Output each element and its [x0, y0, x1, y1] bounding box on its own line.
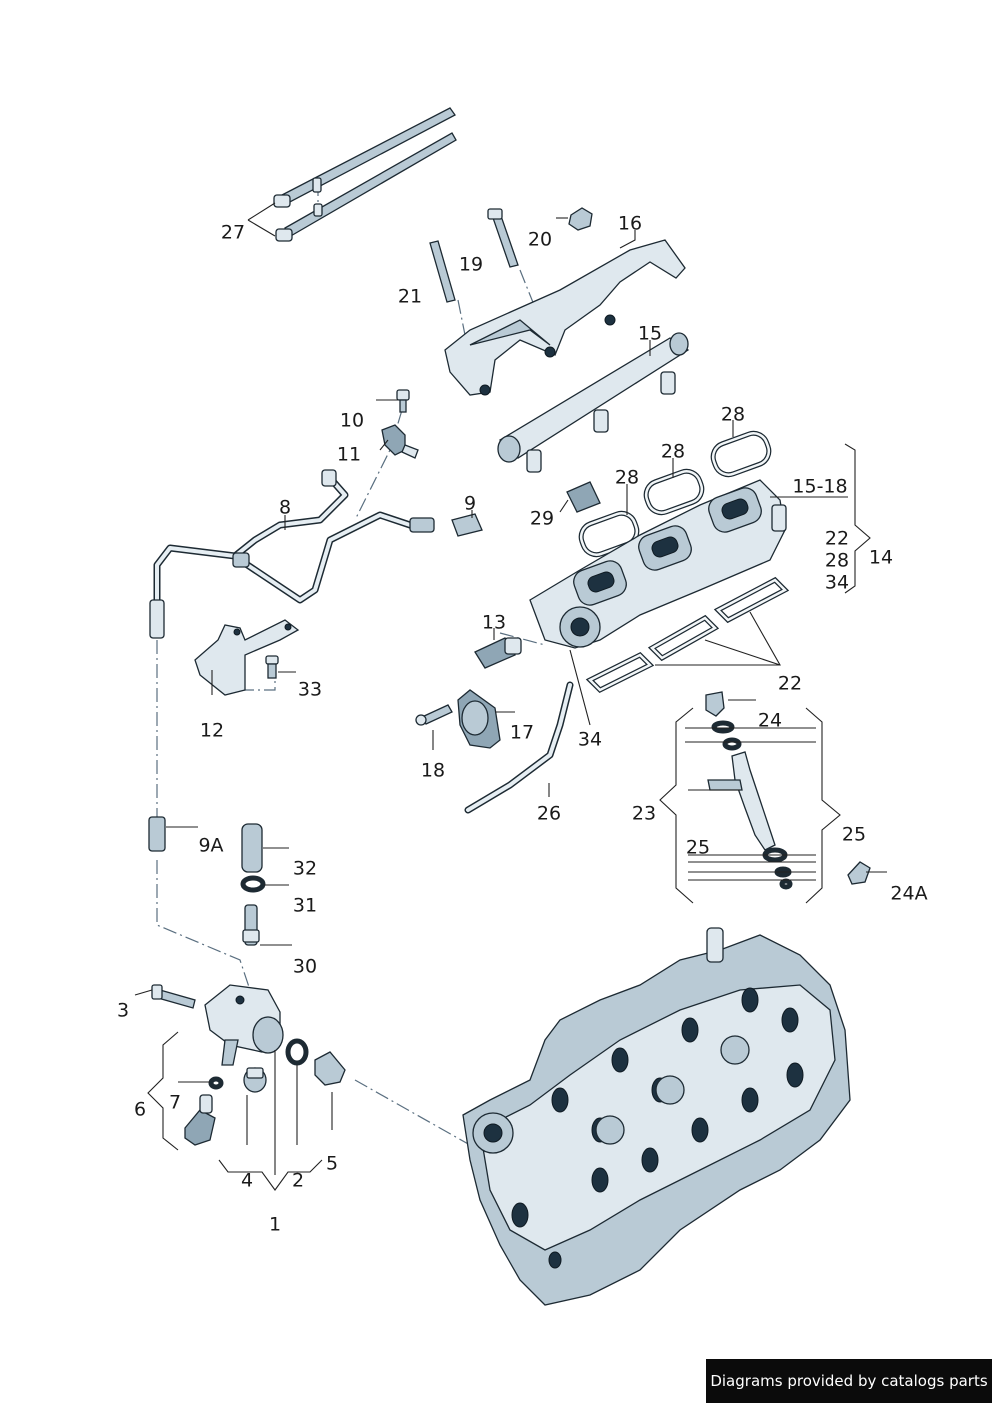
injector-23: [707, 720, 776, 851]
fitting-9A: [148, 816, 166, 852]
clamp-31: [240, 875, 266, 893]
filter-32: [241, 823, 263, 873]
bracket-16: [444, 239, 686, 396]
callout-c22b: 22: [778, 673, 802, 695]
callout-c9: 9: [464, 493, 476, 515]
callout-c31: 31: [293, 895, 317, 917]
callout-c28c: 28: [615, 467, 639, 489]
part-17: [457, 689, 501, 749]
callout-c6: 6: [134, 1099, 146, 1121]
callout-c27: 27: [221, 222, 245, 244]
callout-c7: 7: [169, 1092, 181, 1114]
callout-c10: 10: [340, 410, 364, 432]
callout-c19: 19: [459, 254, 483, 276]
callout-c11: 11: [337, 444, 361, 466]
callout-c13: 13: [482, 612, 506, 634]
callout-c25b: 25: [686, 837, 710, 859]
clip-24A: [847, 861, 871, 885]
cylinder-head: [462, 927, 851, 1306]
callout-c28d: 28: [825, 550, 849, 572]
seal-7: [208, 1076, 224, 1090]
callout-c28b: 28: [661, 441, 685, 463]
tube-26: [464, 681, 574, 814]
callout-c9A: 9A: [198, 835, 223, 857]
intake-manifold-14: [529, 479, 787, 649]
stud-30: [242, 904, 260, 946]
injector-cap-24: [705, 691, 725, 717]
cylinder-head-ports: [511, 987, 804, 1269]
callout-c12: 12: [200, 720, 224, 742]
gaskets-28: [578, 430, 772, 558]
cable-ties: [273, 107, 457, 242]
fasteners-top: [429, 207, 593, 303]
fuel-lines-8: [149, 469, 435, 639]
plug-4: [243, 1067, 267, 1093]
callout-c4: 4: [241, 1170, 253, 1192]
cup-5: [314, 1051, 346, 1086]
gaskets-22: [585, 576, 790, 694]
callout-c3: 3: [117, 1000, 129, 1022]
bolt-10: [396, 389, 410, 413]
callout-c24A: 24A: [890, 883, 927, 905]
leader-lines: [134, 202, 887, 1191]
callout-c1: 1: [269, 1214, 281, 1236]
bolt-33: [265, 655, 279, 679]
callout-c8: 8: [279, 497, 291, 519]
watermark-banner: Diagrams provided by catalogs parts: [706, 1359, 992, 1403]
pump-1: [204, 984, 284, 1066]
callout-c5: 5: [326, 1153, 338, 1175]
callout-c15-18: 15-18: [792, 476, 847, 498]
callout-c18: 18: [421, 760, 445, 782]
callout-c22a: 22: [825, 528, 849, 550]
callout-c32: 32: [293, 858, 317, 880]
callout-c16: 16: [618, 213, 642, 235]
callout-c20: 20: [528, 229, 552, 251]
sensor-6: [184, 1094, 216, 1146]
callout-c21: 21: [398, 286, 422, 308]
part-29: [566, 481, 601, 513]
callout-c28a: 28: [721, 404, 745, 426]
callout-c15: 15: [638, 323, 662, 345]
fuel-rail-15: [497, 332, 690, 473]
callout-c2: 2: [292, 1170, 304, 1192]
sensor-13: [474, 637, 522, 669]
callout-c17: 17: [510, 722, 534, 744]
oring-2: [285, 1038, 309, 1066]
callout-c14: 14: [869, 547, 893, 569]
callout-c26: 26: [537, 803, 561, 825]
callout-c34b: 34: [578, 729, 602, 751]
callout-c33: 33: [298, 679, 322, 701]
screw-18: [415, 704, 453, 726]
callout-c34a: 34: [825, 572, 849, 594]
bracket-12: [194, 619, 300, 696]
callout-c23: 23: [632, 803, 656, 825]
bolt-3: [151, 984, 196, 1009]
callout-c25a: 25: [842, 824, 866, 846]
callout-c24: 24: [758, 710, 782, 732]
callout-c30: 30: [293, 956, 317, 978]
fitting-9: [451, 513, 483, 537]
callout-c29: 29: [530, 508, 554, 530]
clip-11: [381, 424, 419, 459]
